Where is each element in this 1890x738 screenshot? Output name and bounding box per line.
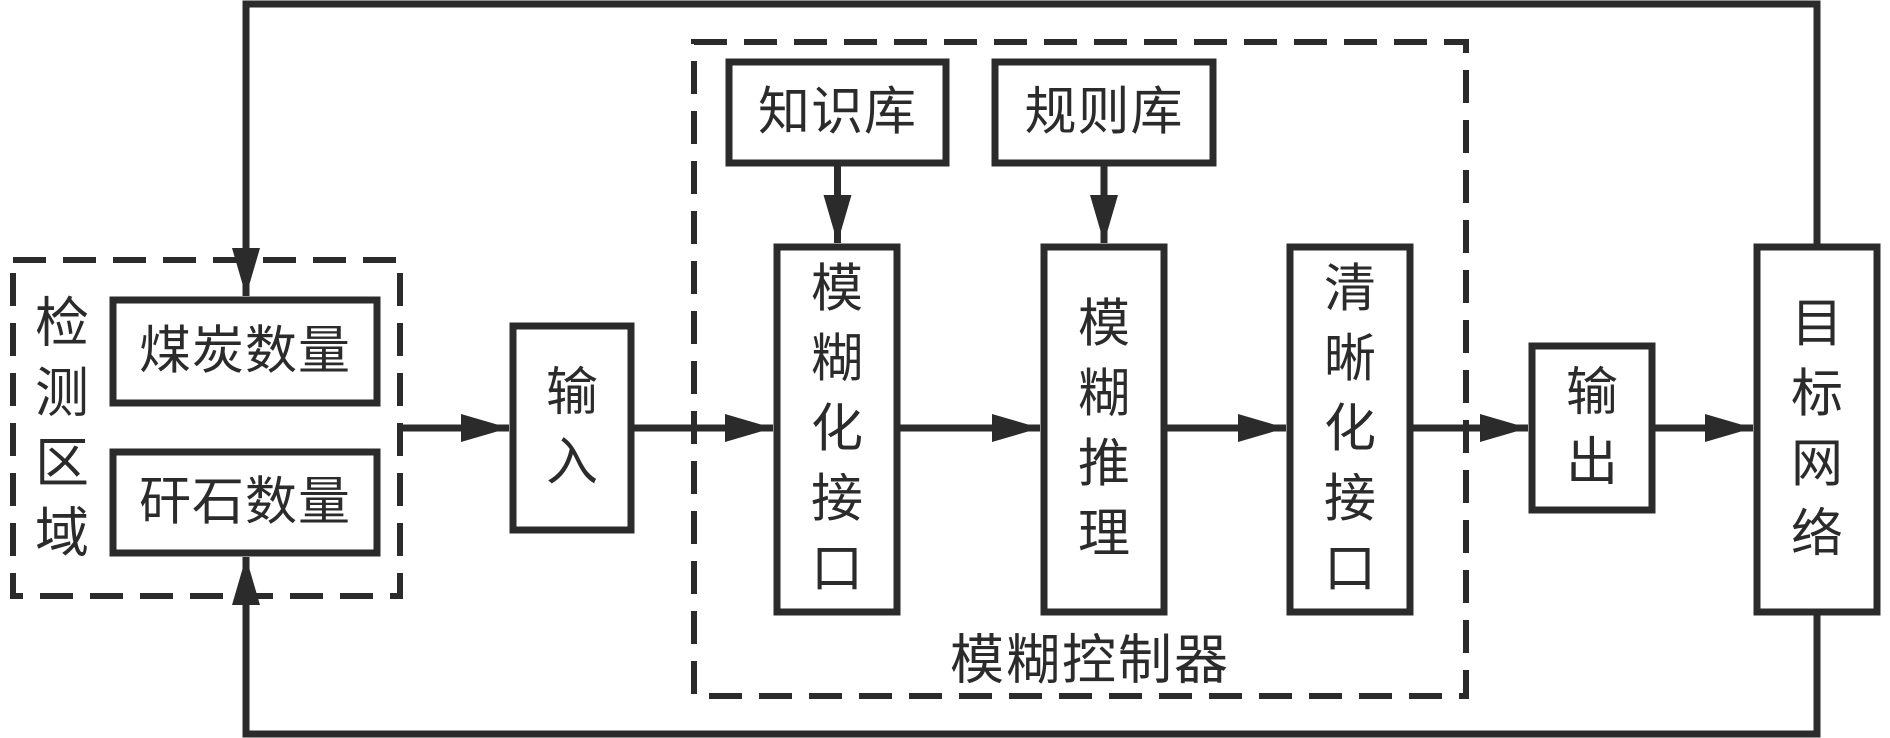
coal-block-border bbox=[109, 296, 381, 407]
edge-inference-to-defuzzify-arrowhead bbox=[1238, 414, 1286, 442]
defuzzify-block: 清晰化接口 bbox=[1286, 243, 1414, 616]
edge-input-to-fuzzify-arrowhead bbox=[725, 414, 773, 442]
inference-block-border bbox=[1040, 243, 1168, 616]
knowledge-block: 知识库 bbox=[725, 58, 950, 167]
target-label: 目标网络 bbox=[1791, 295, 1843, 565]
edge-target-to-gangue bbox=[242, 557, 1821, 738]
inference-label: 模糊推理 bbox=[1078, 295, 1130, 565]
fuzzify-block: 模糊化接口 bbox=[773, 243, 901, 616]
detection-group-label-char: 域 bbox=[35, 502, 89, 565]
gangue-block: 矸石数量 bbox=[109, 448, 381, 557]
fuzzify-block-border bbox=[773, 243, 901, 616]
controller-group-label: 模糊控制器 bbox=[950, 629, 1230, 692]
rules-block: 规则库 bbox=[991, 58, 1217, 167]
knowledge-label: 知识库 bbox=[758, 83, 917, 143]
coal-block: 煤炭数量 bbox=[109, 296, 381, 407]
input-block-border bbox=[509, 322, 635, 534]
output-block: 输出 bbox=[1528, 342, 1656, 514]
target-block-border bbox=[1753, 243, 1881, 616]
coal-label: 煤炭数量 bbox=[139, 322, 351, 382]
input-block: 输入 bbox=[509, 322, 635, 534]
controller-group-boundary bbox=[691, 39, 1469, 699]
defuzzify-block-border bbox=[1286, 243, 1414, 616]
gangue-block-border bbox=[109, 448, 381, 557]
gangue-label: 矸石数量 bbox=[139, 473, 351, 533]
edge-target-to-coal bbox=[242, 0, 1821, 296]
fuzzify-label: 模糊化接口 bbox=[811, 260, 863, 600]
edge-knowledge-to-fuzzify-arrowhead bbox=[823, 195, 852, 243]
inference-block: 模糊推理 bbox=[1040, 243, 1168, 616]
input-label: 输入 bbox=[546, 363, 598, 493]
defuzzify-label: 清晰化接口 bbox=[1324, 260, 1376, 600]
edge-output-to-target-arrowhead bbox=[1705, 414, 1753, 442]
edge-defuzzify-to-output-arrowhead bbox=[1480, 414, 1528, 442]
edge-fuzzify-to-inference-arrowhead bbox=[992, 414, 1040, 442]
rules-label: 规则库 bbox=[1024, 83, 1183, 143]
detection-group-label-char: 检 bbox=[35, 292, 89, 355]
detection-group-label-char: 测 bbox=[35, 362, 89, 425]
edge-detection-to-input-arrowhead bbox=[461, 414, 509, 442]
output-label: 输出 bbox=[1566, 363, 1618, 493]
edge-rules-to-inference-arrowhead bbox=[1090, 195, 1118, 243]
output-block-border bbox=[1528, 342, 1656, 514]
edge-target-to-coal-arrowhead bbox=[232, 248, 260, 296]
detection-group-label-char: 区 bbox=[35, 432, 89, 495]
knowledge-block-border bbox=[725, 58, 950, 167]
edge-target-to-gangue-arrowhead bbox=[232, 557, 260, 605]
rules-block-border bbox=[991, 58, 1217, 167]
target-block: 目标网络 bbox=[1753, 243, 1881, 616]
